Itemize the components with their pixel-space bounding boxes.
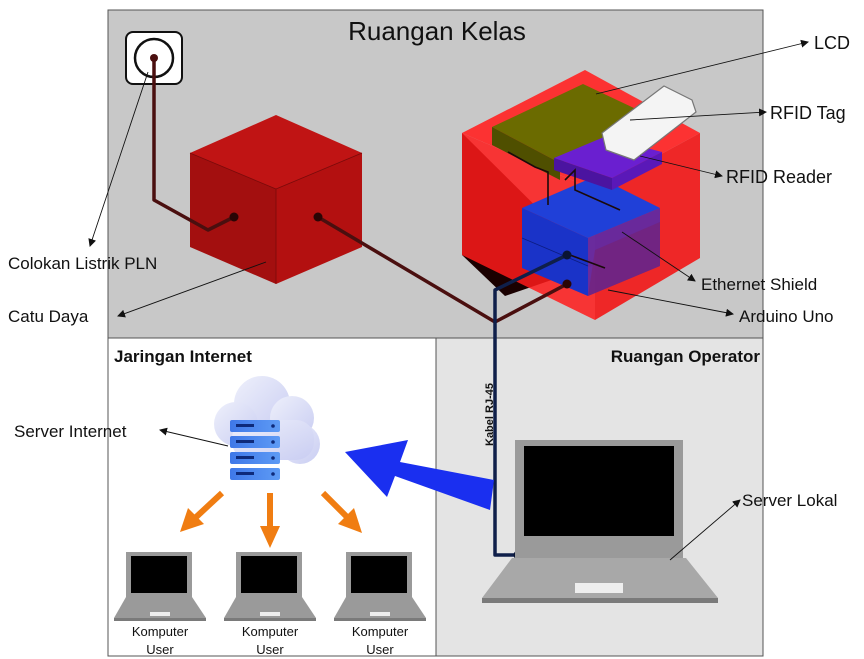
label-server-internet: Server Internet — [14, 422, 127, 441]
annotation-leaders — [88, 39, 809, 561]
label-colokan: Colokan Listrik PLN — [8, 254, 157, 273]
laptop-icon — [334, 552, 426, 621]
laptop-icon — [114, 552, 206, 621]
cloud-server-icon — [214, 376, 320, 480]
ethernet-shield-arduino — [521, 176, 660, 296]
label-rfid-tag: RFID Tag — [770, 103, 846, 123]
label-arduino-uno: Arduino Uno — [739, 307, 834, 326]
label-catu-daya: Catu Daya — [8, 307, 89, 326]
internal-wiring — [507, 151, 621, 269]
user-3-label-2: User — [366, 642, 394, 657]
arrow-to-user-3 — [320, 490, 362, 533]
cable-label: Kabel RJ-45 — [484, 383, 496, 446]
room-title-internet: Jaringan Internet — [114, 347, 252, 366]
laptop-icon — [224, 552, 316, 621]
label-server-lokal: Server Lokal — [742, 491, 837, 510]
label-rfid-reader: RFID Reader — [726, 167, 832, 187]
user-2-label: Komputer — [242, 624, 299, 639]
user-1-label: Komputer — [132, 624, 189, 639]
room-title-kelas: Ruangan Kelas — [348, 16, 526, 46]
server-lokal-laptop-icon — [482, 440, 718, 603]
lcd-panel — [492, 84, 655, 180]
user-2-label-2: User — [256, 642, 284, 657]
user-arrows — [180, 490, 362, 548]
label-ethernet-shield: Ethernet Shield — [701, 275, 817, 294]
arrow-to-user-2 — [260, 493, 280, 548]
user-1-label-2: User — [146, 642, 174, 657]
user-3-label: Komputer — [352, 624, 409, 639]
power-cable-joints — [229, 212, 572, 289]
rfid-tag-card — [601, 85, 697, 161]
upload-arrow-icon — [345, 440, 494, 510]
arrow-to-user-1 — [180, 490, 225, 532]
room-title-operator: Ruangan Operator — [611, 347, 761, 366]
label-lcd: LCD — [814, 33, 850, 53]
